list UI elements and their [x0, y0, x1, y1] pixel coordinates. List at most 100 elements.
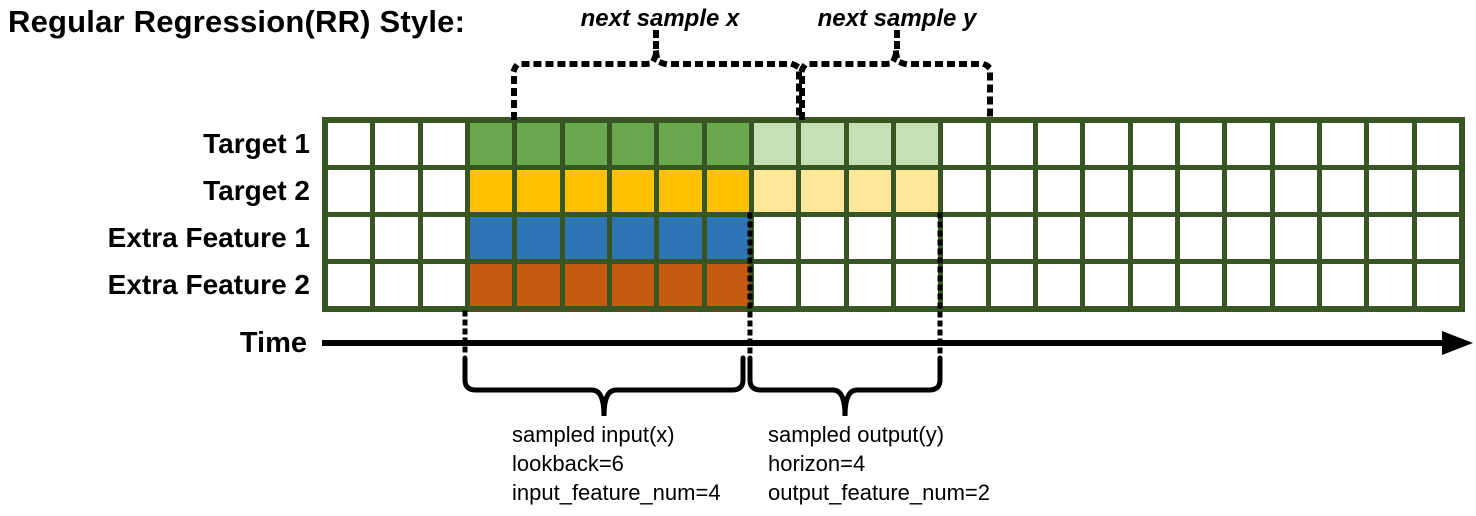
row-label-extra-feature-1: Extra Feature 1: [107, 222, 310, 253]
sampled-input-title: sampled input(x): [512, 422, 675, 447]
grid-cell-white: [753, 264, 797, 306]
grid-cell-white: [422, 170, 465, 212]
output-feature-num-value: output_feature_num=2: [768, 480, 991, 505]
grid-cell-white: [1085, 170, 1128, 212]
grid-cell-white: [1369, 264, 1412, 306]
grid-cell-white: [375, 170, 418, 212]
sampled-input-brace: [462, 355, 746, 417]
grid-cell-white: [943, 264, 986, 306]
grid-cell-white: [1274, 264, 1317, 306]
grid-cell-gold: [469, 170, 513, 212]
grid-cell-white: [1321, 264, 1365, 306]
grid-cell-orange: [517, 264, 560, 306]
grid-cell-gold: [659, 170, 702, 212]
grid-cell-white: [895, 217, 939, 259]
grid-cell-green: [611, 123, 655, 165]
grid-cell-green: [564, 123, 607, 165]
sampled-output-title: sampled output(y): [768, 422, 945, 447]
grid-cell-blue: [611, 217, 655, 259]
grid-cell-blue: [469, 217, 513, 259]
grid-cell-green: [517, 123, 560, 165]
grid-cell-white: [1274, 170, 1317, 212]
grid-cell-white: [1321, 217, 1365, 259]
grid-cell-white: [328, 170, 371, 212]
grid-cell-white: [1416, 170, 1459, 212]
grid-cell-blue: [659, 217, 702, 259]
grid-cell-white: [375, 264, 418, 306]
grid-cell-white: [1416, 264, 1459, 306]
grid-cell-orange: [469, 264, 513, 306]
grid-cell-white: [1416, 217, 1459, 259]
sampled-output-note: sampled output(y) horizon=4 output_featu…: [768, 420, 990, 507]
grid-cell-white: [1227, 264, 1270, 306]
grid-cell-light_gold: [895, 170, 939, 212]
grid-cell-white: [328, 217, 371, 259]
next-sample-y-brace: [799, 49, 993, 120]
grid-cell-white: [990, 170, 1033, 212]
grid-cell-white: [801, 264, 844, 306]
grid-cell-white: [375, 123, 418, 165]
grid-cell-light_green: [848, 123, 891, 165]
grid-cell-white: [1085, 264, 1128, 306]
row-label-target-2: Target 2: [203, 175, 310, 206]
sampled-input-note: sampled input(x) lookback=6 input_featur…: [512, 420, 721, 507]
grid-cell-orange: [659, 264, 702, 306]
grid-cell-orange: [611, 264, 655, 306]
grid-cell-white: [1321, 170, 1365, 212]
grid-cell-green: [659, 123, 702, 165]
grid-cell-blue: [564, 217, 607, 259]
grid-cell-white: [328, 123, 371, 165]
grid-cell-white: [990, 123, 1033, 165]
grid-cell-white: [1132, 170, 1175, 212]
grid-cell-white: [1037, 123, 1081, 165]
grid-cell-white: [990, 217, 1033, 259]
grid-cell-white: [1227, 217, 1270, 259]
grid-cell-white: [1085, 217, 1128, 259]
grid-cell-white: [943, 123, 986, 165]
grid-cell-white: [1132, 123, 1175, 165]
lookback-value: lookback=6: [512, 451, 624, 476]
grid-cell-white: [422, 264, 465, 306]
row-label-target-1: Target 1: [203, 128, 310, 159]
horizon-value: horizon=4: [768, 451, 866, 476]
input-feature-num-value: input_feature_num=4: [512, 480, 721, 505]
grid-cell-white: [1037, 170, 1081, 212]
grid-cell-white: [943, 170, 986, 212]
time-axis-label: Time: [239, 327, 307, 359]
grid-cell-white: [422, 123, 465, 165]
grid-cell-white: [1227, 170, 1270, 212]
grid-cell-white: [375, 217, 418, 259]
next-sample-y-label: next sample y: [817, 5, 977, 32]
grid-cell-gold: [517, 170, 560, 212]
timeseries-grid: [322, 117, 1465, 312]
grid-cell-white: [1132, 217, 1175, 259]
grid-cell-light_green: [753, 123, 797, 165]
grid-cell-white: [801, 217, 844, 259]
grid-cell-white: [1179, 217, 1223, 259]
grid-cell-green: [469, 123, 513, 165]
grid-cell-white: [1037, 264, 1081, 306]
grid-cell-gold: [706, 170, 749, 212]
grid-cell-white: [990, 264, 1033, 306]
grid-cell-white: [1369, 217, 1412, 259]
grid-cell-white: [753, 217, 797, 259]
grid-cell-white: [1369, 170, 1412, 212]
grid-cell-white: [1132, 264, 1175, 306]
grid-cell-light_gold: [801, 170, 844, 212]
time-axis-arrowhead-icon: [1442, 331, 1473, 355]
grid-cell-white: [1179, 123, 1223, 165]
grid-cell-white: [848, 264, 891, 306]
grid-cell-orange: [706, 264, 749, 306]
grid-cell-light_green: [801, 123, 844, 165]
grid-cell-white: [1037, 217, 1081, 259]
grid-cell-white: [1321, 123, 1365, 165]
grid-cell-white: [848, 217, 891, 259]
next-sample-x-label: next sample x: [580, 5, 740, 32]
grid-cell-orange: [564, 264, 607, 306]
grid-cell-white: [1085, 123, 1128, 165]
grid-cell-blue: [517, 217, 560, 259]
grid-cell-white: [1416, 123, 1459, 165]
grid-cell-white: [422, 217, 465, 259]
sampled-output-brace: [747, 355, 943, 417]
